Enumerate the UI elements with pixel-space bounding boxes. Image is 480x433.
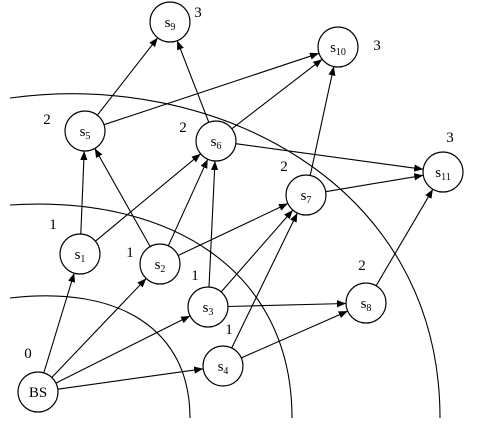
edge-s6-s9	[176, 40, 210, 123]
node-label-base: BS	[29, 385, 47, 401]
edge-s2-s6	[167, 158, 209, 247]
edge-bs-s2	[51, 278, 147, 378]
node-label: BS	[29, 385, 47, 401]
level-label-s2: 1	[126, 245, 134, 261]
level-label-s6: 2	[179, 120, 187, 136]
range-arc-1	[9, 295, 191, 419]
edge-s4-s8	[241, 310, 348, 359]
node-s7: s7	[285, 174, 327, 216]
edge-s3-s8	[227, 300, 347, 308]
edge-s5-s10	[103, 52, 320, 126]
level-label-bs: 0	[24, 346, 32, 362]
node-s10: s10	[317, 26, 359, 68]
level-label-s10: 3	[373, 38, 381, 54]
node-label-base: s	[75, 247, 81, 263]
edge-s6-s11	[235, 143, 424, 172]
node-label: s9	[165, 15, 176, 33]
level-label-s8: 2	[358, 258, 366, 274]
node-label-base: s	[165, 15, 171, 31]
level-label-s3: 1	[191, 268, 199, 284]
node-circle	[285, 174, 327, 216]
node-s6: s6	[195, 120, 237, 162]
node-label: s1	[75, 247, 86, 265]
range-arc-3	[9, 93, 441, 419]
node-label-subscript: 8	[366, 303, 371, 314]
node-s8: s8	[345, 282, 387, 324]
level-label-s4: 1	[225, 322, 233, 338]
edge-s6-s10	[231, 58, 323, 130]
edge-s3-s7	[220, 209, 294, 293]
node-label: s3	[203, 300, 214, 318]
node-circle	[64, 110, 106, 152]
node-label-base: s	[155, 257, 161, 273]
node-circle	[422, 151, 464, 193]
node-label: s7	[301, 188, 312, 206]
node-s2: s2	[139, 243, 181, 285]
node-label-subscript: 1	[80, 254, 85, 265]
node-circle	[345, 282, 387, 324]
node-s4: s4	[202, 345, 244, 387]
node-label-subscript: 11	[441, 172, 451, 183]
edge-s7-s10	[309, 66, 336, 176]
node-circle	[195, 120, 237, 162]
node-label: s5	[80, 124, 91, 142]
node-bs: BS	[17, 371, 59, 413]
node-label: s6	[211, 134, 222, 152]
node-s5: s5	[64, 110, 106, 152]
edge-s5-s9	[96, 37, 159, 116]
node-s3: s3	[187, 286, 229, 328]
node-label-base: s	[218, 359, 224, 375]
node-label-base: s	[211, 134, 217, 150]
node-label: s4	[218, 359, 229, 377]
edge-s8-s11	[375, 188, 434, 287]
edge-s1-s6	[95, 153, 201, 242]
node-label-subscript: 6	[216, 141, 221, 152]
edges	[43, 37, 434, 390]
node-label: s8	[361, 296, 372, 314]
edge-s7-s11	[325, 173, 424, 193]
level-label-s7: 2	[280, 159, 288, 175]
edge-bs-s4	[57, 366, 204, 390]
node-s9: s9	[149, 1, 191, 43]
node-label-base: s	[80, 124, 86, 140]
edge-s4-s7	[231, 212, 298, 349]
node-label-subscript: 9	[170, 22, 175, 33]
node-label-base: s	[301, 188, 307, 204]
node-label-subscript: 5	[85, 131, 90, 142]
edge-bs-s3	[55, 315, 191, 384]
node-circle	[317, 26, 359, 68]
edge-bs-s1	[43, 272, 76, 374]
level-label-s9: 3	[194, 5, 202, 21]
level-label-s11: 3	[446, 130, 454, 146]
edge-s1-s5	[80, 150, 88, 235]
node-label-base: s	[203, 300, 209, 316]
node-label: s11	[435, 165, 450, 183]
level-label-s5: 2	[43, 112, 51, 128]
node-s11: s11	[422, 151, 464, 193]
node-label-subscript: 2	[160, 264, 165, 275]
node-circle	[59, 233, 101, 275]
node-label-subscript: 10	[336, 47, 346, 58]
node-circle	[202, 345, 244, 387]
edge-s3-s6	[208, 160, 219, 288]
node-circle	[187, 286, 229, 328]
node-circle	[139, 243, 181, 285]
node-circle	[149, 1, 191, 43]
node-label-base: s	[361, 296, 367, 312]
node-label-base: s	[330, 40, 336, 56]
node-label-subscript: 7	[306, 195, 311, 206]
node-circle	[17, 371, 59, 413]
node-label-subscript: 4	[223, 366, 228, 377]
edge-s2-s5	[94, 148, 151, 247]
node-label: s10	[330, 40, 346, 58]
node-label: s2	[155, 257, 166, 275]
edge-s2-s7	[177, 203, 289, 256]
node-label-base: s	[435, 165, 441, 181]
node-s1: s1	[59, 233, 101, 275]
level-label-s1: 1	[49, 217, 57, 233]
node-label-subscript: 3	[208, 307, 213, 318]
